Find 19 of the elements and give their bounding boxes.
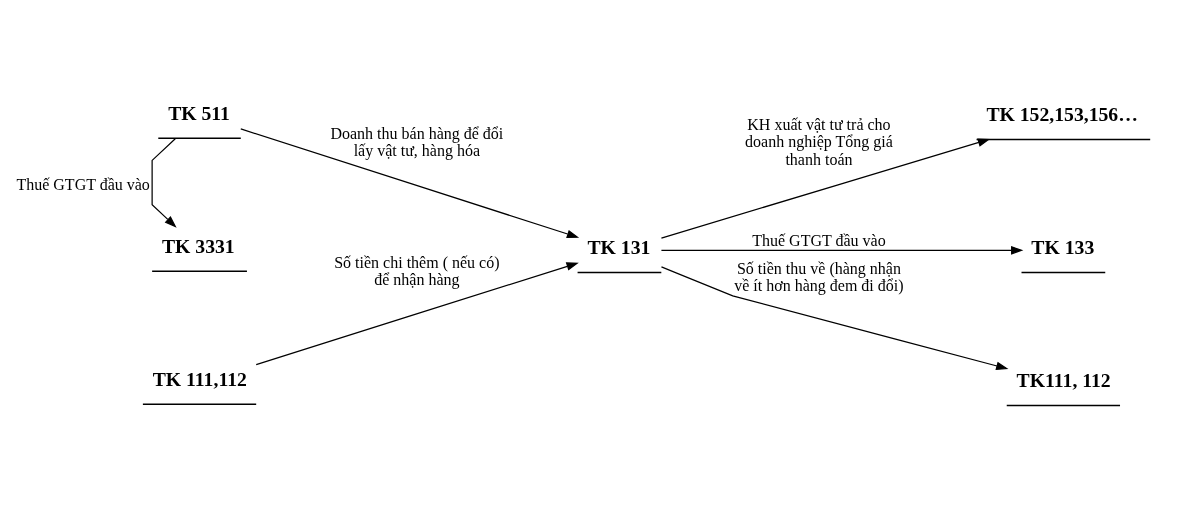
node-text: TK 3331: [161, 234, 235, 257]
arrow: [660, 245, 1024, 255]
node-text: TK 511: [168, 101, 230, 124]
node-text: TK 152,153,156…: [986, 102, 1138, 125]
edge-label: Doanh thu bán hàng để đổi lấy vật tư, hàng hóa: [330, 124, 504, 159]
node-text: TK 131: [587, 235, 651, 258]
edge-label: Thuế GTGT đầu vào: [752, 231, 886, 249]
node-text: TK 133: [1031, 235, 1095, 258]
edge-label: Thuế GTGT đầu vào: [16, 175, 150, 193]
edge-label: Số tiền chi thêm ( nếu có) để nhận hàng: [334, 253, 500, 288]
node-text: TK 111,112: [152, 367, 247, 390]
arrow: [660, 137, 991, 239]
arrow: [660, 265, 1009, 370]
edge-label: KH xuất vật tư trả cho doanh nghiệp Tổng giá thanh toán: [745, 115, 893, 168]
arrow: [151, 137, 177, 228]
arrow: [240, 127, 580, 238]
arrow: [255, 261, 579, 365]
node-text: TK111, 112: [1016, 368, 1111, 391]
edge-label: Số tiền thu về (hàng nhận về ít hơn hàng đem đi đổi): [734, 259, 904, 294]
